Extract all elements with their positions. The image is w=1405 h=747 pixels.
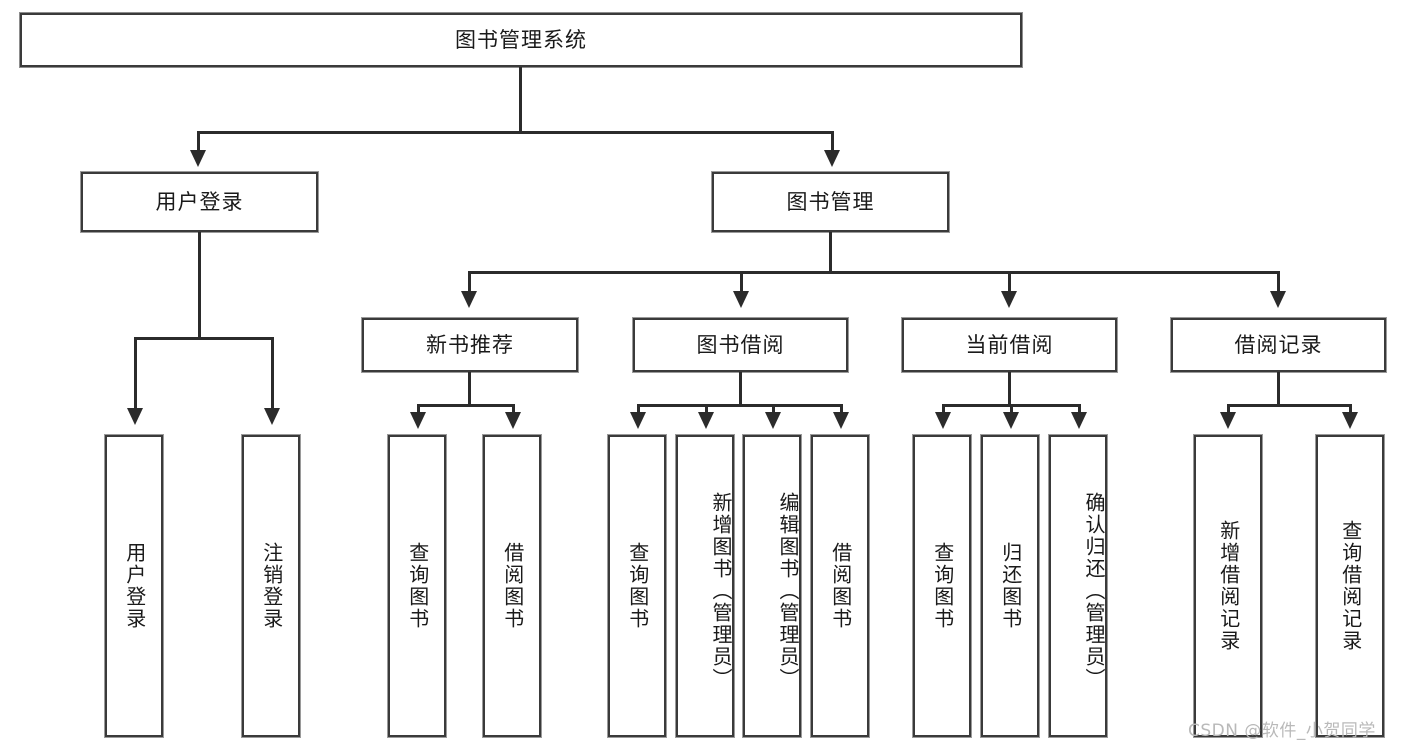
arrow-user-login (190, 150, 206, 167)
node-label: 图书管理 (786, 189, 875, 214)
arrow-leaf-query-record (1342, 412, 1358, 429)
node-leaf-query-book-1[interactable]: 查询图书 (388, 435, 446, 737)
connector-nbr-bus (417, 404, 515, 407)
connector-root-stem (519, 67, 522, 133)
node-label: 查询图书 (625, 542, 650, 630)
node-label: 用户登录 (155, 189, 244, 214)
node-leaf-add-book[interactable]: 新增图书（管理员） (676, 435, 734, 737)
connector-drop-leaf-borrow-book-2 (840, 404, 843, 416)
node-book-manage[interactable]: 图书管理 (712, 172, 949, 232)
node-new-book-recommend[interactable]: 新书推荐 (362, 318, 578, 372)
node-label: 图书借阅 (696, 332, 785, 357)
node-label: 当前借阅 (965, 332, 1054, 357)
node-label: 用户登录 (122, 542, 147, 630)
arrow-leaf-add-record (1220, 412, 1236, 429)
connector-bb-bus (637, 404, 841, 407)
node-label: 新书推荐 (426, 332, 514, 357)
connector-drop-leaf-query-book-3 (942, 404, 945, 416)
node-leaf-logout[interactable]: 注销登录 (242, 435, 300, 737)
connector-drop-leaf-return-book (1010, 404, 1013, 416)
node-leaf-confirm-return[interactable]: 确认归还（管理员） (1049, 435, 1107, 737)
connector-drop-book-borrow (740, 271, 743, 295)
arrow-current-borrow (1001, 291, 1017, 308)
arrow-leaf-return-book (1003, 412, 1019, 429)
arrow-leaf-query-book-3 (935, 412, 951, 429)
connector-drop-new-book-recommend (468, 271, 471, 295)
node-current-borrow[interactable]: 当前借阅 (902, 318, 1117, 372)
arrow-leaf-confirm-return (1071, 412, 1087, 429)
connector-drop-leaf-logout (271, 337, 274, 412)
connector-drop-book-manage (831, 131, 834, 154)
node-root-book-management-system[interactable]: 图书管理系统 (20, 13, 1022, 67)
arrow-leaf-query-book-2 (630, 412, 646, 429)
arrow-book-manage (824, 150, 840, 167)
arrow-borrow-record (1270, 291, 1286, 308)
node-label: 新增图书（管理员） (709, 492, 733, 690)
connector-drop-leaf-add-record (1227, 404, 1230, 416)
node-label: 新增借阅记录 (1216, 520, 1241, 652)
connector-book-manage-bus (468, 271, 1280, 274)
node-label: 图书管理系统 (455, 27, 587, 52)
connector-drop-leaf-query-record (1349, 404, 1352, 416)
connector-drop-leaf-confirm-return (1078, 404, 1081, 416)
node-user-login[interactable]: 用户登录 (81, 172, 318, 232)
arrow-leaf-query-book-1 (410, 412, 426, 429)
node-leaf-user-login[interactable]: 用户登录 (105, 435, 163, 737)
connector-drop-leaf-user-login (134, 337, 137, 412)
arrow-book-borrow (733, 291, 749, 308)
node-leaf-edit-book[interactable]: 编辑图书（管理员） (743, 435, 801, 737)
node-leaf-borrow-book-1[interactable]: 借阅图书 (483, 435, 541, 737)
connector-drop-leaf-query-book-2 (637, 404, 640, 416)
node-borrow-record[interactable]: 借阅记录 (1171, 318, 1386, 372)
connector-user-login-bus (134, 337, 274, 340)
connector-br-bus (1227, 404, 1352, 407)
node-label: 编辑图书（管理员） (776, 492, 800, 690)
connector-drop-user-login (197, 131, 200, 154)
connector-drop-leaf-add-book (705, 404, 708, 416)
node-label: 查询借阅记录 (1338, 520, 1363, 652)
connector-br-stem (1277, 372, 1280, 407)
connector-drop-leaf-query-book-1 (417, 404, 420, 416)
node-label: 注销登录 (259, 542, 284, 630)
arrow-leaf-edit-book (765, 412, 781, 429)
node-label: 确认归还（管理员） (1082, 492, 1106, 690)
arrow-leaf-user-login (127, 408, 143, 425)
node-label: 查询图书 (930, 542, 955, 630)
node-leaf-add-record[interactable]: 新增借阅记录 (1194, 435, 1262, 737)
arrow-new-book-recommend (461, 291, 477, 308)
node-book-borrow[interactable]: 图书借阅 (633, 318, 848, 372)
connector-bb-stem (739, 372, 742, 407)
node-leaf-borrow-book-2[interactable]: 借阅图书 (811, 435, 869, 737)
node-label: 借阅图书 (828, 542, 853, 630)
connector-drop-borrow-record (1277, 271, 1280, 295)
csdn-watermark: CSDN @软件_小贺同学 (1188, 721, 1376, 741)
connector-root-bus (197, 131, 834, 134)
node-leaf-return-book[interactable]: 归还图书 (981, 435, 1039, 737)
arrow-leaf-add-book (698, 412, 714, 429)
connector-drop-leaf-edit-book (772, 404, 775, 416)
connector-book-manage-stem (829, 232, 832, 274)
arrow-leaf-logout (264, 408, 280, 425)
node-leaf-query-record[interactable]: 查询借阅记录 (1316, 435, 1384, 737)
node-label: 借阅记录 (1234, 332, 1323, 357)
connector-drop-current-borrow (1008, 271, 1011, 295)
connector-nbr-stem (468, 372, 471, 407)
connector-drop-leaf-borrow-book-1 (512, 404, 515, 416)
node-label: 归还图书 (998, 542, 1023, 630)
node-leaf-query-book-3[interactable]: 查询图书 (913, 435, 971, 737)
node-label: 借阅图书 (500, 542, 525, 630)
arrow-leaf-borrow-book-1 (505, 412, 521, 429)
arrow-leaf-borrow-book-2 (833, 412, 849, 429)
node-leaf-query-book-2[interactable]: 查询图书 (608, 435, 666, 737)
connector-cb-stem (1008, 372, 1011, 407)
connector-user-login-stem (198, 232, 201, 339)
node-label: 查询图书 (405, 542, 430, 630)
